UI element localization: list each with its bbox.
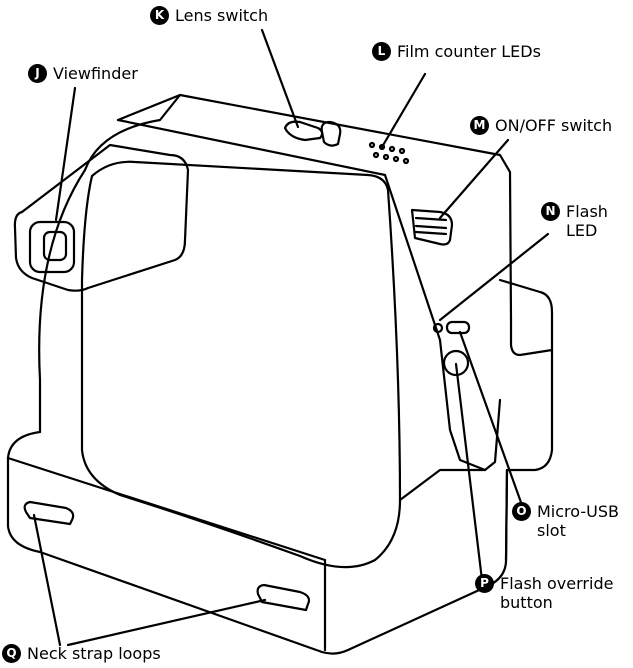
side-block [498,278,554,472]
leader-viewfinder [54,86,77,222]
label-viewfinder: Viewfinder [53,64,138,83]
leader-strap-right [66,598,267,647]
flash-led [432,322,444,334]
badge-q: Q [2,644,21,663]
lens-switch [283,120,324,142]
callout-film-counter: L Film counter LEDs [372,42,541,61]
badge-o: O [512,502,531,521]
camera-top [116,93,182,122]
leader-strap-left [32,513,62,647]
front-panel [80,160,402,569]
camera-body [38,93,513,434]
film-counter-leds [368,141,410,165]
label-lens-switch: Lens switch [175,6,269,25]
viewfinder-housing [13,143,190,292]
leader-film-counter [380,72,427,149]
leader-flash-override [454,362,484,582]
camera-top-front-edge [116,118,387,177]
micro-usb-slot [445,320,471,335]
label-neck-strap: Neck strap loops [27,644,161,663]
badge-n: N [541,202,560,221]
label-flash-override-line2: button [500,593,553,612]
label-flash-led-line2: LED [566,221,598,240]
badge-j: J [28,64,47,83]
neck-strap-loop-right [256,583,311,612]
badge-p: P [475,574,494,593]
callout-neck-strap: Q Neck strap loops [2,644,161,663]
flash-override-button [442,349,470,377]
label-micro-usb-line1: Micro-USB [537,502,619,521]
label-film-counter: Film counter LEDs [397,42,541,61]
leader-flash-led [438,232,550,322]
leader-lens-switch [260,28,300,129]
callout-on-off-switch: M ON/OFF switch [470,116,612,135]
leader-micro-usb [458,330,525,510]
leader-on-off [438,138,510,220]
label-on-off-switch: ON/OFF switch [495,116,613,135]
viewfinder-window-inner [42,230,68,262]
front-panel-right [383,173,502,472]
callout-flash-override: P Flash override button [475,574,613,612]
label-flash-led-line1: Flash [566,202,608,221]
base-tray-back [504,468,509,562]
neck-strap-loop-left [23,500,75,526]
label-micro-usb-line2: slot [537,521,566,540]
viewfinder-window [28,220,76,274]
lens-switch-knob [320,120,342,147]
badge-k: K [150,6,169,25]
badge-m: M [470,116,489,135]
front-panel-bottom [398,468,487,502]
callout-viewfinder: J Viewfinder [28,64,138,83]
base-tray [6,430,509,655]
label-flash-override-line1: Flash override [500,574,614,593]
on-off-switch-ridges [414,216,448,236]
side-edge [509,318,554,357]
badge-l: L [372,42,391,61]
callout-micro-usb: O Micro-USB slot [512,502,619,540]
callout-flash-led: N Flash LED [541,202,608,240]
callout-lens-switch: K Lens switch [150,6,268,25]
